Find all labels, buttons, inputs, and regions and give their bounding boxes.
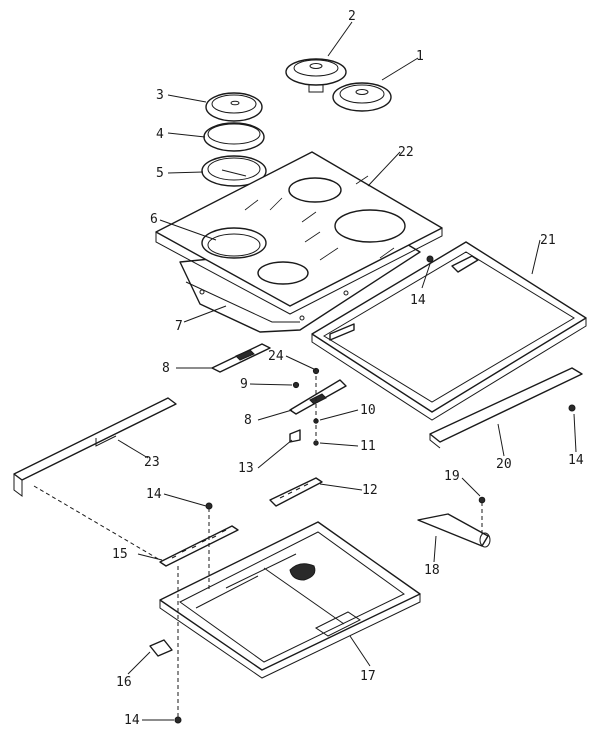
part-17-bottom-pan [159, 521, 421, 679]
leader-lines [117, 21, 577, 721]
part-8-bracket-top [211, 343, 271, 373]
callout-8-top: 8 [162, 361, 170, 376]
callout-23: 23 [144, 455, 160, 470]
part-12-hinge [269, 477, 323, 507]
callout-17: 17 [360, 669, 376, 684]
callout-14-center: 14 [146, 487, 162, 502]
callout-22: 22 [398, 145, 414, 160]
part-20-rail [429, 367, 583, 449]
callout-12: 12 [362, 483, 378, 498]
part-21-frame [311, 241, 587, 421]
part-1-burner [332, 82, 392, 112]
part-8-bracket-lower [289, 379, 347, 415]
part-hardware [174, 255, 576, 724]
callout-11: 11 [360, 439, 376, 454]
callout-14-bottom: 14 [124, 713, 140, 728]
part-5-trim-ring [201, 155, 267, 187]
callout-5: 5 [156, 166, 164, 181]
alignment-lines [33, 376, 483, 720]
callout-13: 13 [238, 461, 254, 476]
callout-24: 24 [268, 349, 284, 364]
callout-1: 1 [416, 49, 424, 64]
part-23-rail [13, 397, 177, 497]
part-16-clip [149, 639, 173, 657]
callout-2: 2 [348, 9, 356, 24]
callout-8-lower: 8 [244, 413, 252, 428]
callout-20: 20 [496, 457, 512, 472]
part-3-burner [205, 92, 263, 122]
callout-14-right: 14 [568, 453, 584, 468]
part-15-bracket [159, 525, 239, 567]
callout-19: 19 [444, 469, 460, 484]
callout-labels: 1 2 3 4 5 6 7 8 8 9 10 11 12 13 14 14 14… [112, 9, 584, 728]
callout-3: 3 [156, 88, 164, 103]
part-2-burner [285, 58, 347, 93]
callout-21: 21 [540, 233, 556, 248]
part-4-drip-bowl [203, 122, 265, 152]
callout-16: 16 [116, 675, 132, 690]
callout-9: 9 [240, 377, 248, 392]
callout-10: 10 [360, 403, 376, 418]
callout-18: 18 [424, 563, 440, 578]
callout-4: 4 [156, 127, 164, 142]
part-18-trim [417, 513, 491, 548]
callout-15: 15 [112, 547, 128, 562]
callout-14-rear: 14 [410, 293, 426, 308]
part-22-glass-cooktop [155, 151, 443, 315]
callout-6: 6 [150, 212, 158, 227]
callout-7: 7 [175, 319, 183, 334]
